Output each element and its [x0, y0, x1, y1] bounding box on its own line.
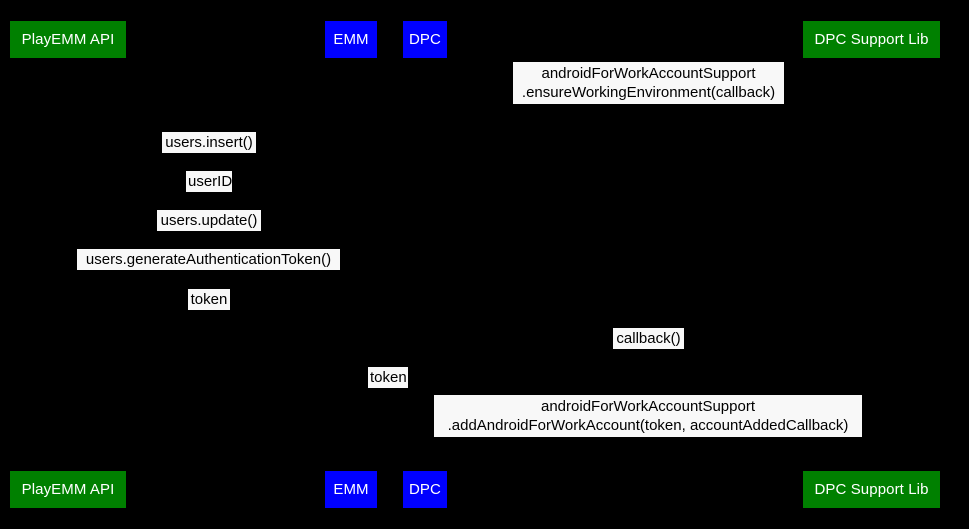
participant-label: DPC [409, 481, 441, 498]
message-label-token-to-dpc: token [368, 367, 408, 388]
participant-label: DPC [409, 31, 441, 48]
lifeline-dpc [425, 58, 426, 471]
arrow-token-to-emm [68, 310, 351, 311]
message-label-add-android-for-work-account: androidForWorkAccountSupport .addAndroid… [434, 395, 862, 437]
message-label-token-to-emm: token [188, 289, 230, 310]
arrow-users-update [68, 231, 351, 232]
arrow-generate-authentication-token [68, 270, 351, 271]
lifeline-dpc-support-lib [871, 58, 872, 471]
arrow-user-id [68, 192, 351, 193]
message-label-users-update: users.update() [157, 210, 261, 231]
participant-dpc-support-lib-bottom[interactable]: DPC Support Lib [803, 471, 940, 508]
participant-dpc-support-lib-top[interactable]: DPC Support Lib [803, 21, 940, 58]
lifeline-playemm-api [68, 58, 69, 471]
arrow-add-android-for-work-account [425, 437, 871, 438]
message-label-ensure-working-environment: androidForWorkAccountSupport .ensureWork… [513, 62, 784, 104]
participant-emm-top[interactable]: EMM [325, 21, 377, 58]
message-label-users-insert: users.insert() [162, 132, 256, 153]
participant-dpc-top[interactable]: DPC [403, 21, 447, 58]
participant-emm-bottom[interactable]: EMM [325, 471, 377, 508]
message-label-generate-authentication-token: users.generateAuthenticationToken() [77, 249, 340, 270]
arrow-ensure-working-environment [425, 104, 871, 105]
participant-playemm-api-top[interactable]: PlayEMM API [10, 21, 126, 58]
lifeline-emm [351, 58, 352, 471]
message-label-user-id: userID [186, 171, 233, 192]
participant-playemm-api-bottom[interactable]: PlayEMM API [10, 471, 126, 508]
arrow-users-insert [68, 153, 351, 154]
participant-label: DPC Support Lib [814, 481, 929, 498]
participant-label: PlayEMM API [21, 31, 115, 48]
message-label-callback: callback() [613, 328, 684, 349]
participant-label: DPC Support Lib [814, 31, 929, 48]
participant-dpc-bottom[interactable]: DPC [403, 471, 447, 508]
arrow-callback [425, 349, 871, 350]
participant-label: EMM [333, 31, 369, 48]
arrow-token-to-dpc [351, 388, 425, 389]
participant-label: EMM [333, 481, 369, 498]
participant-label: PlayEMM API [21, 481, 115, 498]
